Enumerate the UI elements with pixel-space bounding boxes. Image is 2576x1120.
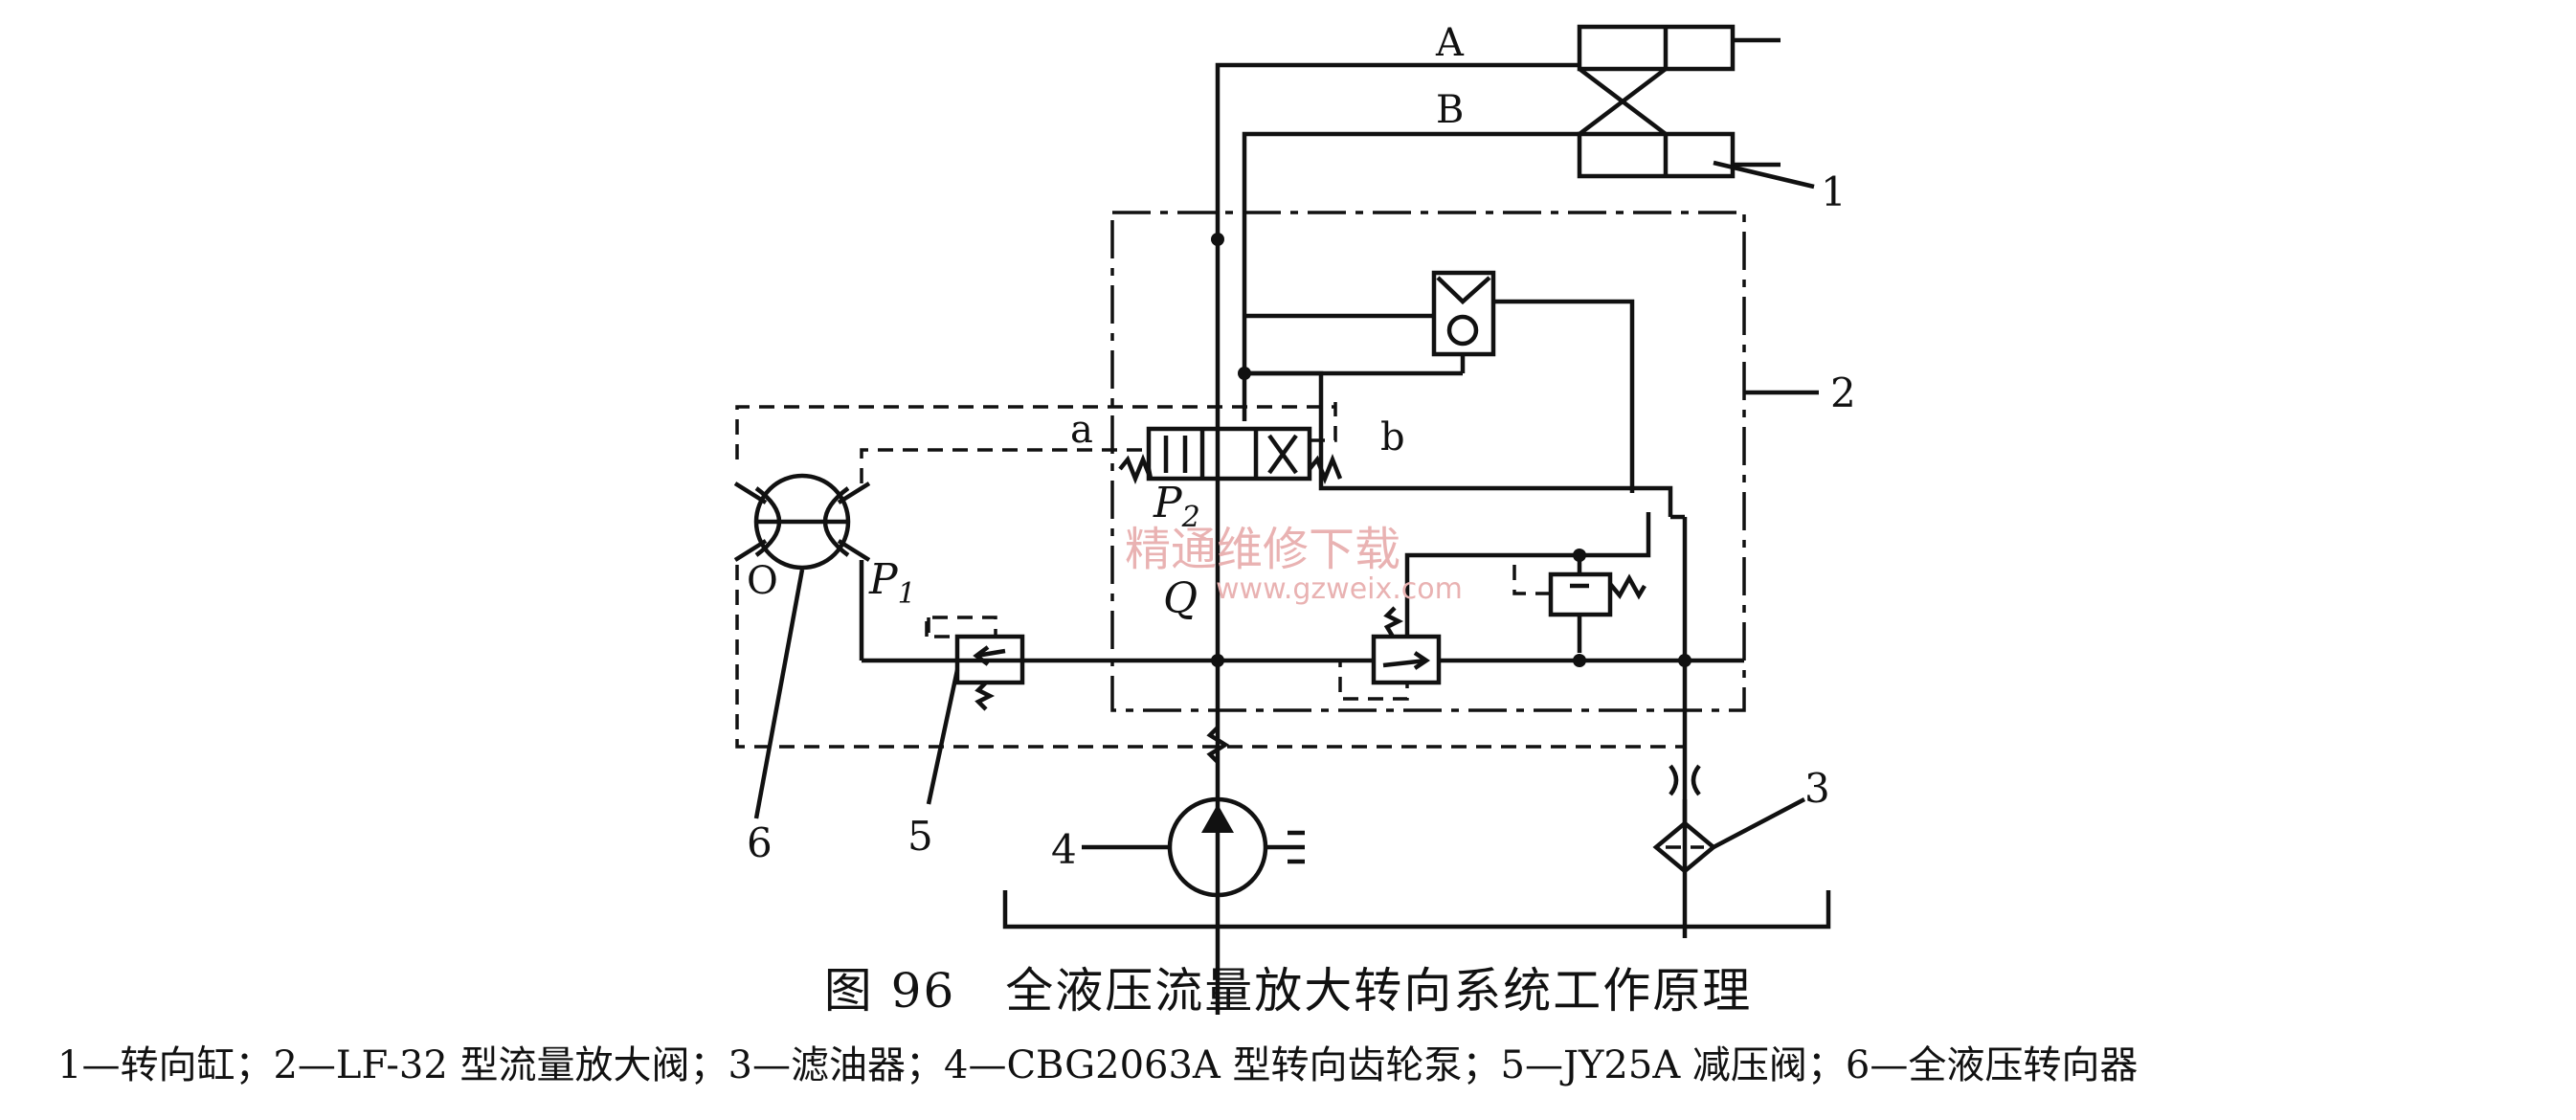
- figure-caption: 图 96 全液压流量放大转向系统工作原理: [823, 963, 1753, 1019]
- watermark-url: www.gzweix.com: [1216, 572, 1463, 606]
- shuttle-valve: [1244, 270, 1635, 493]
- port-a-label: a: [1070, 408, 1093, 452]
- line-a-label: A: [1435, 21, 1465, 65]
- callout-4: 4: [1051, 826, 1077, 873]
- watermark-cn: 精通维修下载: [1125, 523, 1400, 576]
- o-label: O: [747, 559, 778, 603]
- p1-label: P1: [868, 555, 916, 611]
- filter: [1652, 764, 1717, 874]
- flow-amplifier-valve-boundary: [1110, 211, 1746, 712]
- callout-5: 5: [907, 813, 933, 860]
- pilot-lines: [735, 405, 1685, 749]
- line-b-label: B: [1436, 88, 1464, 132]
- tank: [1002, 890, 1831, 930]
- callout-3: 3: [1804, 765, 1830, 812]
- directional-valve: [1118, 402, 1343, 485]
- callout-2: 2: [1830, 370, 1856, 416]
- figure-legend: 1—转向缸；2—LF-32 型流量放大阀；3—滤油器；4—CBG2063A 型转…: [57, 1043, 2139, 1087]
- p2-label: P2: [1153, 479, 1200, 534]
- steering-cylinder: [1577, 24, 1781, 179]
- callout-leaders: [753, 160, 1819, 850]
- internal-lines: [862, 514, 1744, 938]
- reducing-valve: [925, 616, 1025, 711]
- callout-6: 6: [747, 819, 773, 866]
- steering-unit: [733, 473, 871, 661]
- relief-valve: [1512, 512, 1651, 653]
- junction-dots: [1211, 233, 1691, 667]
- pump: [1167, 726, 1305, 898]
- callout-1: 1: [1821, 168, 1847, 215]
- port-b-label: b: [1380, 415, 1405, 459]
- q-label: Q: [1163, 574, 1198, 623]
